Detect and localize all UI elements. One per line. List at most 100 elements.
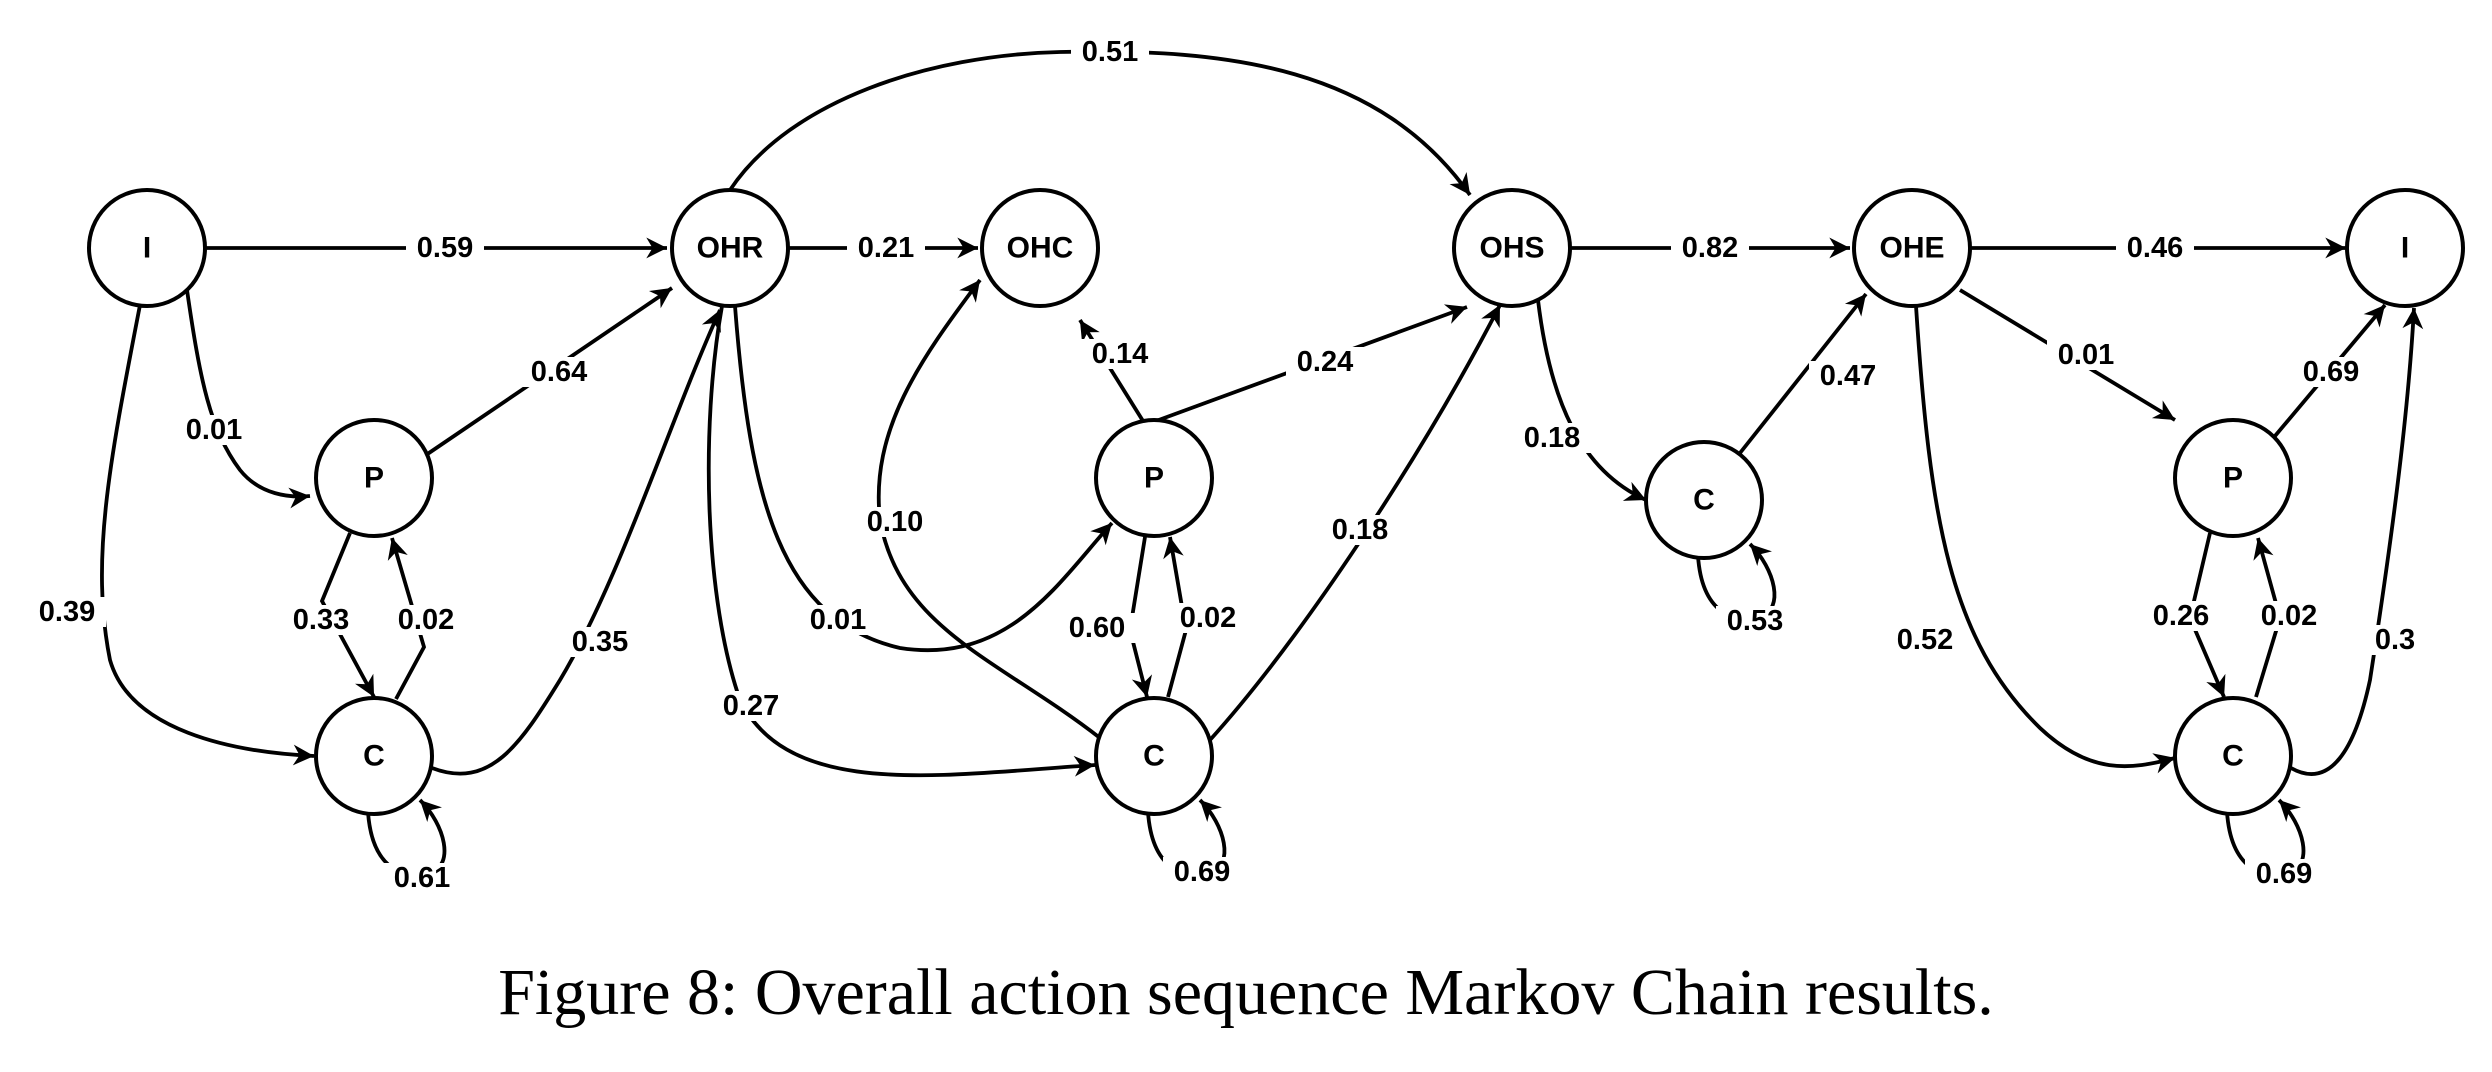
state-circle <box>1094 418 1214 538</box>
edge-probability-text: 0.46 <box>2127 232 2183 264</box>
edge-probability-label: 0.82 <box>1671 232 1749 264</box>
edge-probability-label: 0.3 <box>2364 624 2426 656</box>
state-circle <box>1852 188 1972 308</box>
edge-probability-text: 0.01 <box>2058 339 2114 371</box>
label-background <box>856 507 934 537</box>
edge-arrow <box>185 289 311 509</box>
label-background <box>1058 613 1136 643</box>
label-background <box>1169 603 1247 633</box>
edge-probability-text: 0.64 <box>531 356 587 388</box>
edge-probability-label: 0.10 <box>856 506 934 538</box>
edge-probability-text: 0.69 <box>1174 856 1230 888</box>
state-circle <box>314 696 434 816</box>
edge-probability-text: 0.3 <box>2375 624 2415 656</box>
state-node-p1: P <box>314 418 434 538</box>
edge-probability-text: 0.02 <box>398 604 454 636</box>
state-label: OHC <box>1007 232 1074 265</box>
state-circle <box>2345 188 2465 308</box>
edge-probability-label: 0.69 <box>1163 856 1241 888</box>
edge-arrow <box>1914 305 2176 774</box>
edge-probability-text: 0.82 <box>1682 232 1738 264</box>
edge-probability-label: 0.01 <box>175 414 253 446</box>
state-label: P <box>364 462 384 495</box>
edge-c1-to-p1 <box>387 537 427 700</box>
edge-probability-label: 0.26 <box>2142 600 2220 632</box>
edge-probability-label: 0.39 <box>28 596 106 628</box>
edge-probability-label: 0.01 <box>799 604 877 636</box>
state-label: P <box>1144 462 1164 495</box>
state-label: P <box>2223 462 2243 495</box>
state-label: C <box>1693 484 1715 517</box>
label-background <box>1513 423 1591 453</box>
edge-probability-text: 0.24 <box>1297 346 1353 378</box>
state-circle <box>87 188 207 308</box>
edge-probability-text: 0.26 <box>2153 600 2209 632</box>
edge-probability-label: 0.14 <box>1081 338 1159 370</box>
label-background <box>2116 233 2194 263</box>
edge-arrow <box>1536 299 1647 502</box>
edge-ohr-to-ohs <box>728 49 1472 197</box>
edge-probability-text: 0.01 <box>186 414 242 446</box>
edge-arrow <box>728 49 1472 197</box>
label-background <box>1886 625 1964 655</box>
edge-p1-to-c1 <box>319 532 376 698</box>
edge-probability-label: 0.59 <box>406 232 484 264</box>
label-background <box>847 233 925 263</box>
state-label: OHS <box>1479 232 1544 265</box>
edge-probability-text: 0.27 <box>723 690 779 722</box>
state-circle <box>1452 188 1572 308</box>
state-circle <box>2173 696 2293 816</box>
edge-probability-label: 0.64 <box>520 356 598 388</box>
edge-arrow <box>319 532 376 698</box>
label-background <box>387 605 465 635</box>
edges-layer <box>100 49 2424 877</box>
edge-arrow <box>1738 292 1868 455</box>
edge-probability-text: 0.61 <box>394 862 450 894</box>
edge-probability-label: 0.51 <box>1071 36 1149 68</box>
label-background <box>2245 859 2323 889</box>
edge-probability-label: 0.53 <box>1716 605 1794 637</box>
label-background <box>2250 601 2328 631</box>
label-background <box>2142 601 2220 631</box>
label-background <box>712 691 790 721</box>
state-node-c2: C <box>1094 696 1214 816</box>
label-background <box>1286 347 1364 377</box>
label-background <box>2292 357 2370 387</box>
state-node-p3: P <box>2173 418 2293 538</box>
edge-probability-label: 0.02 <box>387 604 465 636</box>
edge-probability-text: 0.69 <box>2303 356 2359 388</box>
edge-probability-label: 0.02 <box>2250 600 2328 632</box>
state-node-ohr: OHR <box>670 188 790 308</box>
state-label: C <box>2222 740 2244 773</box>
label-background <box>1321 515 1399 545</box>
state-label: C <box>1143 740 1165 773</box>
edge-probability-text: 0.51 <box>1082 36 1138 68</box>
state-circle <box>980 188 1100 308</box>
edge-probability-label: 0.35 <box>561 626 639 658</box>
edge-p2-to-ohc <box>1078 318 1145 423</box>
edge-probability-label: 0.69 <box>2292 356 2370 388</box>
edge-arrow <box>100 304 315 766</box>
edge-probability-text: 0.18 <box>1524 422 1580 454</box>
state-label: C <box>363 740 385 773</box>
edge-probability-label: 0.18 <box>1513 422 1591 454</box>
edge-c3-to-ohe <box>1738 292 1868 455</box>
label-background <box>1163 857 1241 887</box>
edge-probability-label: 0.18 <box>1321 514 1399 546</box>
label-background <box>2364 625 2426 655</box>
state-node-ohs: OHS <box>1452 188 1572 308</box>
edge-probability-text: 0.59 <box>417 232 473 264</box>
edge-i1-to-p1 <box>185 289 311 509</box>
edge-probability-label: 0.69 <box>2245 858 2323 890</box>
label-background <box>2047 340 2125 370</box>
state-node-c3: C <box>1644 440 1764 560</box>
state-circle <box>314 418 434 538</box>
state-label: I <box>143 232 151 265</box>
edge-probability-text: 0.69 <box>2256 858 2312 890</box>
edge-probability-text: 0.21 <box>858 232 914 264</box>
label-background <box>1081 339 1159 369</box>
state-circle <box>2173 418 2293 538</box>
state-node-c1: C <box>314 696 434 816</box>
